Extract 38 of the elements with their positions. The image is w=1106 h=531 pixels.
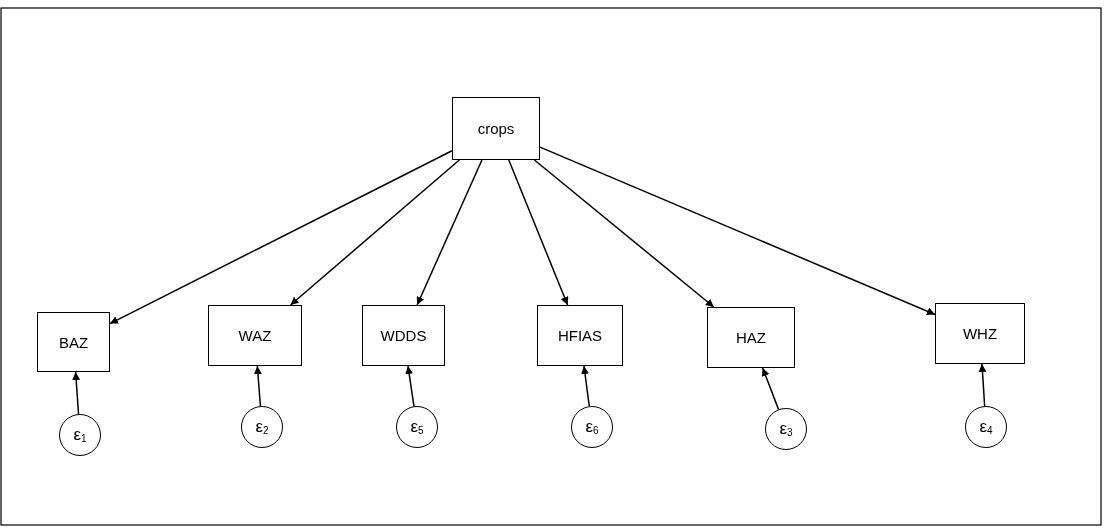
arrow [72, 371, 81, 415]
error-term-circle [396, 406, 438, 448]
node-label: HAZ [736, 329, 766, 346]
error-term-circle [571, 406, 613, 448]
arrow [416, 159, 483, 306]
node-label: ε$_{4}$ [979, 417, 993, 437]
variable-box [935, 303, 1025, 364]
node-label: crops [477, 120, 515, 137]
arrow [978, 363, 987, 407]
arrow [581, 365, 590, 407]
node-label: BAZ [58, 333, 89, 351]
error-term-circle [241, 406, 283, 448]
arrow [533, 159, 715, 308]
variable-box [452, 97, 540, 160]
arrow [761, 367, 780, 411]
variable-box [362, 305, 445, 366]
node-label: HFIAS [557, 327, 603, 344]
node-label: WDDS [380, 327, 427, 344]
variable-box [707, 307, 795, 368]
variable-box [37, 312, 110, 372]
error-term-circle [965, 406, 1007, 448]
variable-box [208, 305, 302, 366]
arrow [539, 146, 936, 316]
variable-box [537, 305, 623, 366]
node-label: ε$_{1}$ [73, 425, 87, 445]
node-label: ε$_{3}$ [779, 419, 793, 439]
arrow [253, 365, 262, 407]
arrow [508, 159, 569, 306]
node-label: ε$_{6}$ [585, 417, 599, 437]
error-term-circle [765, 408, 807, 450]
node-label: WAZ [238, 327, 272, 344]
node-label: ε$_{5}$ [410, 417, 424, 437]
error-term-circle [59, 414, 101, 456]
node-label: WHZ [962, 325, 998, 342]
arrow [405, 365, 415, 407]
arrow [109, 150, 453, 325]
arrow [289, 159, 461, 306]
node-label: ε$_{2}$ [255, 417, 269, 437]
